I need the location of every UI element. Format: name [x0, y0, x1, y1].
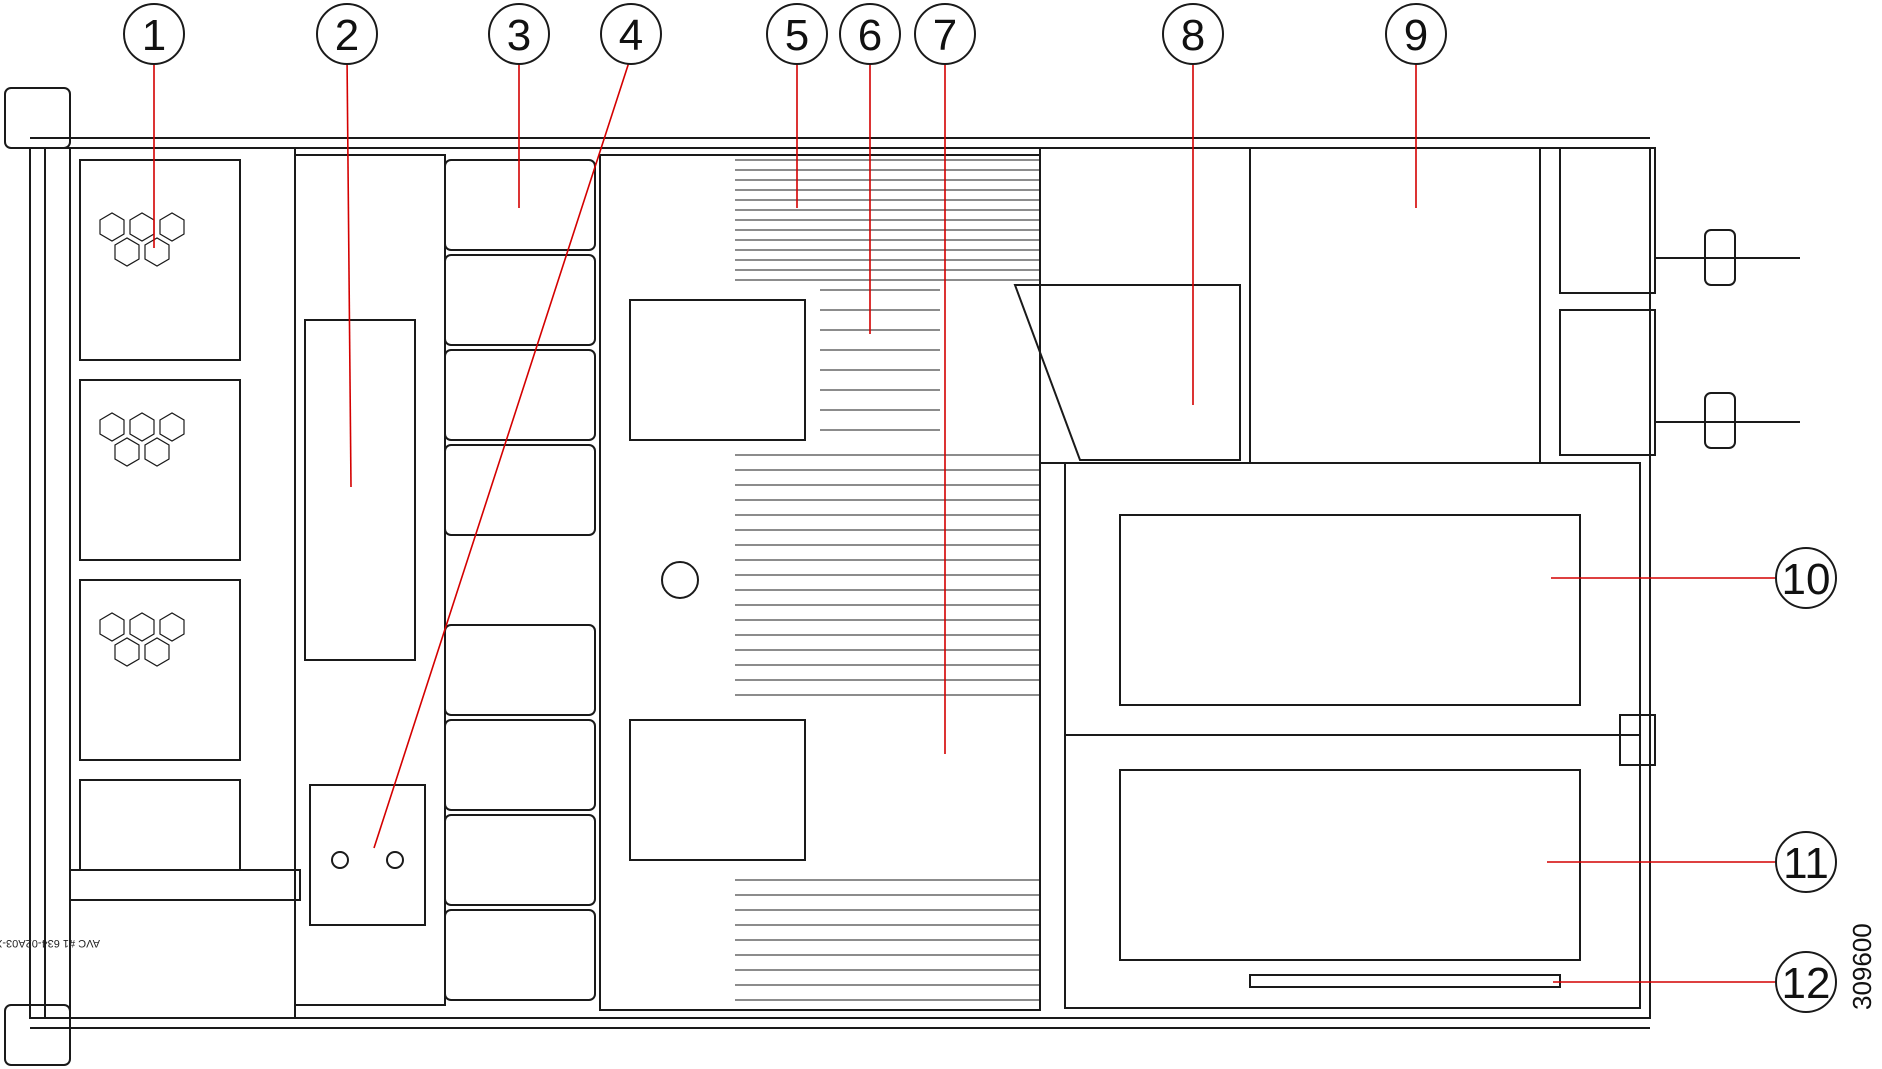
front-ear-bottom — [4, 1004, 71, 1066]
svg-text:5: 5 — [785, 11, 809, 60]
dimm-slots-bottom — [735, 879, 1040, 1001]
svg-text:12: 12 — [1782, 959, 1831, 1008]
drive-bays — [79, 159, 241, 871]
psu-bay — [1249, 147, 1541, 464]
svg-text:8: 8 — [1181, 11, 1205, 60]
callout-8: 8 — [1162, 3, 1224, 65]
leader-2 — [346, 55, 352, 488]
svg-text:11: 11 — [1783, 839, 1829, 888]
fan-modules — [444, 159, 596, 1001]
svg-text:4: 4 — [619, 11, 643, 60]
psu-handle-1 — [1704, 229, 1736, 286]
callout-6: 6 — [839, 3, 901, 65]
cpu-socket-mark — [661, 561, 699, 599]
callout-2: 2 — [316, 3, 378, 65]
component-label-text: AVC #1 634-02A03-XXXX R01 — [0, 937, 100, 949]
leader-4 — [373, 55, 632, 849]
svg-text:3: 3 — [507, 11, 531, 60]
internal-bay-frame — [294, 154, 446, 1006]
callout-9: 9 — [1385, 3, 1447, 65]
psu-module-2 — [1559, 309, 1656, 456]
callout-7: 7 — [914, 3, 976, 65]
psu-handle-2 — [1704, 392, 1736, 449]
pcie-slot-1 — [1119, 514, 1581, 706]
leader-lines — [153, 55, 1777, 983]
callout-4: 4 — [600, 3, 662, 65]
pcie-slot-3-edge — [1249, 974, 1561, 988]
front-ear-top — [4, 87, 71, 149]
heatsink-pad-bottom — [629, 719, 806, 861]
callout-5: 5 — [766, 3, 828, 65]
callout-12: 12 — [1775, 951, 1837, 1013]
callout-1: 1 — [123, 3, 185, 65]
callout-3: 3 — [488, 3, 550, 65]
figure-id: 309600 — [1847, 923, 1877, 1010]
svg-text:1: 1 — [142, 11, 166, 60]
hex-vent-pattern — [99, 212, 185, 667]
callouts: 1 2 3 4 5 6 7 8 9 10 11 12 — [123, 3, 1837, 1013]
front-bezel — [44, 147, 296, 1019]
callout-10: 10 — [1775, 547, 1837, 609]
rear-connector — [1619, 714, 1656, 766]
svg-text:10: 10 — [1782, 555, 1831, 604]
svg-text:7: 7 — [933, 11, 957, 60]
storage-controller-bracket — [309, 784, 426, 926]
rail-component — [304, 319, 416, 661]
dimm-slots-middle — [735, 454, 1040, 696]
svg-text:9: 9 — [1404, 11, 1428, 60]
dimm-slots-top — [735, 159, 1040, 281]
chassis-outline — [29, 147, 1651, 1019]
svg-text:6: 6 — [858, 11, 882, 60]
cpu-area — [599, 154, 1041, 1011]
callout-11: 11 — [1775, 831, 1837, 893]
pull-tab — [69, 869, 301, 901]
pcie-slot-2 — [1119, 769, 1581, 961]
rear-mid-area — [1039, 147, 1251, 464]
riser-bracket — [1013, 284, 1241, 461]
heatsink-fins — [820, 289, 940, 431]
svg-text:2: 2 — [335, 11, 359, 60]
heatsink-pad-top — [629, 299, 806, 441]
psu-module-1 — [1559, 147, 1656, 294]
